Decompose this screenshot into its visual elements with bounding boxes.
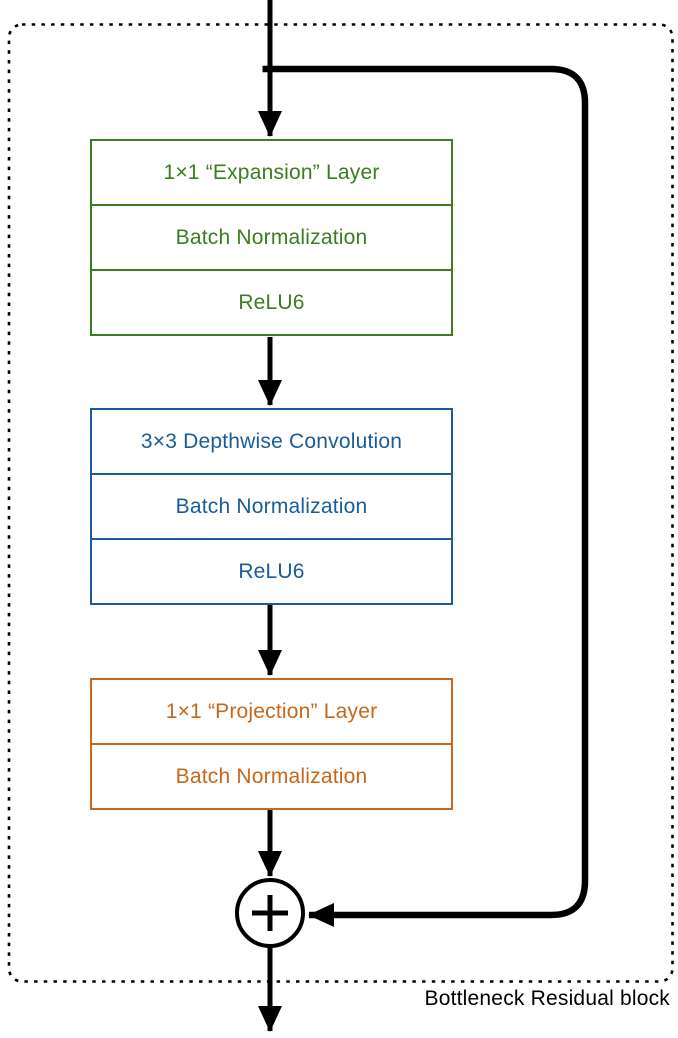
expansion-conv-row: 1×1 “Expansion” Layer bbox=[90, 139, 453, 206]
expansion-relu6-row: ReLU6 bbox=[90, 269, 453, 336]
plus-icon bbox=[252, 895, 288, 931]
projection-conv-row: 1×1 “Projection” Layer bbox=[90, 678, 453, 745]
expansion-batchnorm-row: Batch Normalization bbox=[90, 204, 453, 271]
depthwise-relu6-row: ReLU6 bbox=[90, 538, 453, 605]
projection-block: 1×1 “Projection” Layer Batch Normalizati… bbox=[90, 678, 453, 810]
skip-connection-arrow bbox=[262, 65, 589, 927]
expansion-block: 1×1 “Expansion” Layer Batch Normalizatio… bbox=[90, 139, 453, 336]
depthwise-batchnorm-row: Batch Normalization bbox=[90, 473, 453, 540]
projection-batchnorm-row: Batch Normalization bbox=[90, 743, 453, 810]
depthwise-conv-row: 3×3 Depthwise Convolution bbox=[90, 408, 453, 475]
diagram-caption: Bottleneck Residual block bbox=[424, 987, 670, 1010]
depthwise-block: 3×3 Depthwise Convolution Batch Normaliz… bbox=[90, 408, 453, 605]
add-operator-circle bbox=[235, 878, 305, 948]
